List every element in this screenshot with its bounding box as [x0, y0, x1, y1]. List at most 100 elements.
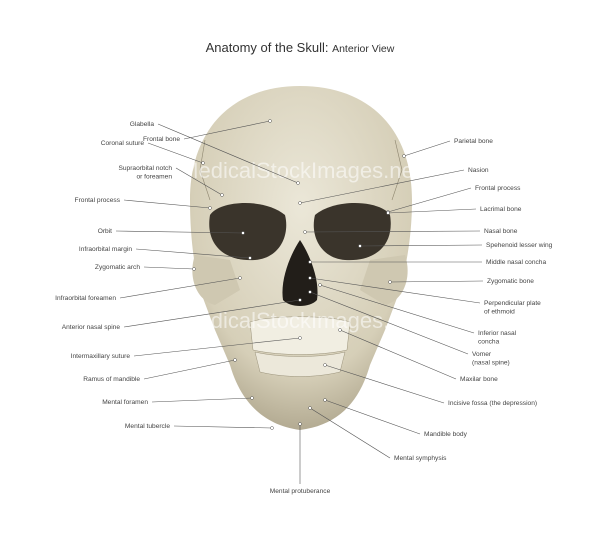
label-frontal-process: Frontal process [475, 185, 521, 192]
pointer-dot [358, 244, 362, 248]
orbit-left [209, 202, 287, 261]
leader-line [133, 337, 301, 357]
label-ramus-of-mandible: Ramus of mandible [83, 376, 140, 383]
label-supraorbital-notch: Supraorbital notch [118, 165, 172, 172]
leader-line [123, 299, 301, 328]
pointer-dot [308, 276, 312, 280]
pointer-dot [250, 396, 254, 400]
zygomatic-left [192, 255, 240, 305]
pointer-dot [298, 201, 302, 205]
pointer-dot [308, 290, 312, 294]
label-or-foreamen: or foreamen [136, 174, 172, 181]
pointer-dot [298, 298, 302, 302]
pointer-dot [192, 267, 196, 271]
leader-line [324, 364, 445, 404]
leader-line [151, 397, 253, 403]
leader-line [387, 187, 472, 213]
label-lacrimal-bone: Lacrimal bone [480, 206, 522, 213]
leader-line [143, 266, 195, 270]
pointer-dot [402, 154, 406, 158]
label-mental-protuberance: Mental protuberance [270, 488, 331, 495]
pointer-dot [298, 422, 302, 426]
label-nasion: Nasion [468, 167, 489, 174]
pointer-dot [303, 230, 307, 234]
pointer-dot [298, 336, 302, 340]
leader-line [403, 140, 451, 157]
leader-line [299, 169, 465, 204]
leader-line [324, 399, 421, 435]
label-infraorbital-margin: Infraorbital margin [79, 246, 132, 253]
label-frontal-process: Frontal process [75, 197, 121, 204]
leader-line [389, 280, 484, 283]
leader-line [387, 208, 477, 214]
pointer-dot [233, 358, 237, 362]
label-parietal-bone: Parietal bone [454, 138, 493, 145]
label-mental-symphysis: Mental symphysis [394, 455, 447, 462]
label-zygomatic-arch: Zygomatic arch [95, 264, 140, 271]
label-intermaxillary-suture: Intermaxillary suture [71, 353, 131, 360]
lower-teeth [254, 351, 346, 377]
leader-line [339, 329, 457, 380]
leader-line [173, 425, 273, 429]
label--nasal-spine: (nasal spine) [472, 360, 510, 367]
pointer-dot [388, 280, 392, 284]
pointer-dot [248, 256, 252, 260]
label-concha: concha [478, 339, 500, 346]
title-main: Anatomy of the Skull: [205, 40, 329, 55]
leader-line [319, 284, 475, 334]
leader-line [143, 359, 236, 380]
label-middle-nasal-concha: Middle nasal concha [486, 259, 546, 266]
leader-line [359, 244, 483, 247]
leader-line [309, 291, 469, 355]
zygomatic-right [360, 255, 408, 305]
pointer-dot [323, 398, 327, 402]
watermark-2: MedicalStockImages.net [180, 308, 420, 333]
skull-illustration: MedicalStockImages.net MedicalStockImage… [180, 86, 420, 430]
pointer-dot [323, 363, 327, 367]
label-of-ethmoid: of ethmoid [484, 309, 515, 316]
label-orbit: Orbit [98, 228, 112, 235]
leader-line [309, 277, 481, 304]
label-coronal-suture: Coronal suture [101, 140, 145, 147]
pointer-dot [241, 231, 245, 235]
label-infraorbital-foreamen: Infraorbital foreamen [55, 295, 116, 302]
label-glabella: Glabella [130, 121, 155, 128]
pointer-dot [308, 406, 312, 410]
pointer-dot [338, 328, 342, 332]
label-incisive-fossa-the-depression: Incisive fossa (the depression) [448, 400, 537, 407]
label-mental-foramen: Mental foramen [102, 399, 148, 406]
leader-line [135, 248, 251, 259]
leader-line [183, 120, 271, 140]
leader-line [123, 199, 211, 209]
pointer-dot [296, 181, 300, 185]
leader-line [115, 230, 244, 234]
label-zygomatic-bone: Zygomatic bone [487, 278, 534, 285]
label-frontal-bone: Frontal bone [143, 136, 180, 143]
leader-line [147, 142, 204, 164]
leader-line [119, 277, 241, 299]
leader-line [309, 407, 391, 459]
pointer-dot [386, 211, 390, 215]
label-maxilar-bone: Maxilar bone [460, 376, 498, 383]
pointer-dot [208, 206, 212, 210]
label-anterior-nasal-spine: Anterior nasal spine [62, 324, 121, 331]
pointer-dot [318, 283, 322, 287]
pointer-dot [308, 260, 312, 264]
watermark: MedicalStockImages.net [180, 158, 420, 183]
diagram-title: Anatomy of the Skull: Anterior View [0, 40, 600, 55]
upper-teeth [249, 316, 351, 355]
nasal-cavity [282, 240, 318, 306]
label-inferior-nasal: Inferior nasal [478, 330, 517, 337]
label-spehenoid-lesser-wing: Spehenoid lesser wing [486, 242, 553, 249]
pointer-dot [220, 193, 224, 197]
pointer-dot [268, 119, 272, 123]
label-mental-tubercle: Mental tubercle [125, 423, 170, 430]
label-vomer: Vomer [472, 351, 492, 358]
label-perpendicular-plate: Perpendicular plate [484, 300, 541, 307]
leader-line [175, 167, 223, 196]
title-sub: Anterior View [332, 43, 395, 55]
suture-line [199, 139, 403, 201]
pointer-dot [270, 426, 274, 430]
